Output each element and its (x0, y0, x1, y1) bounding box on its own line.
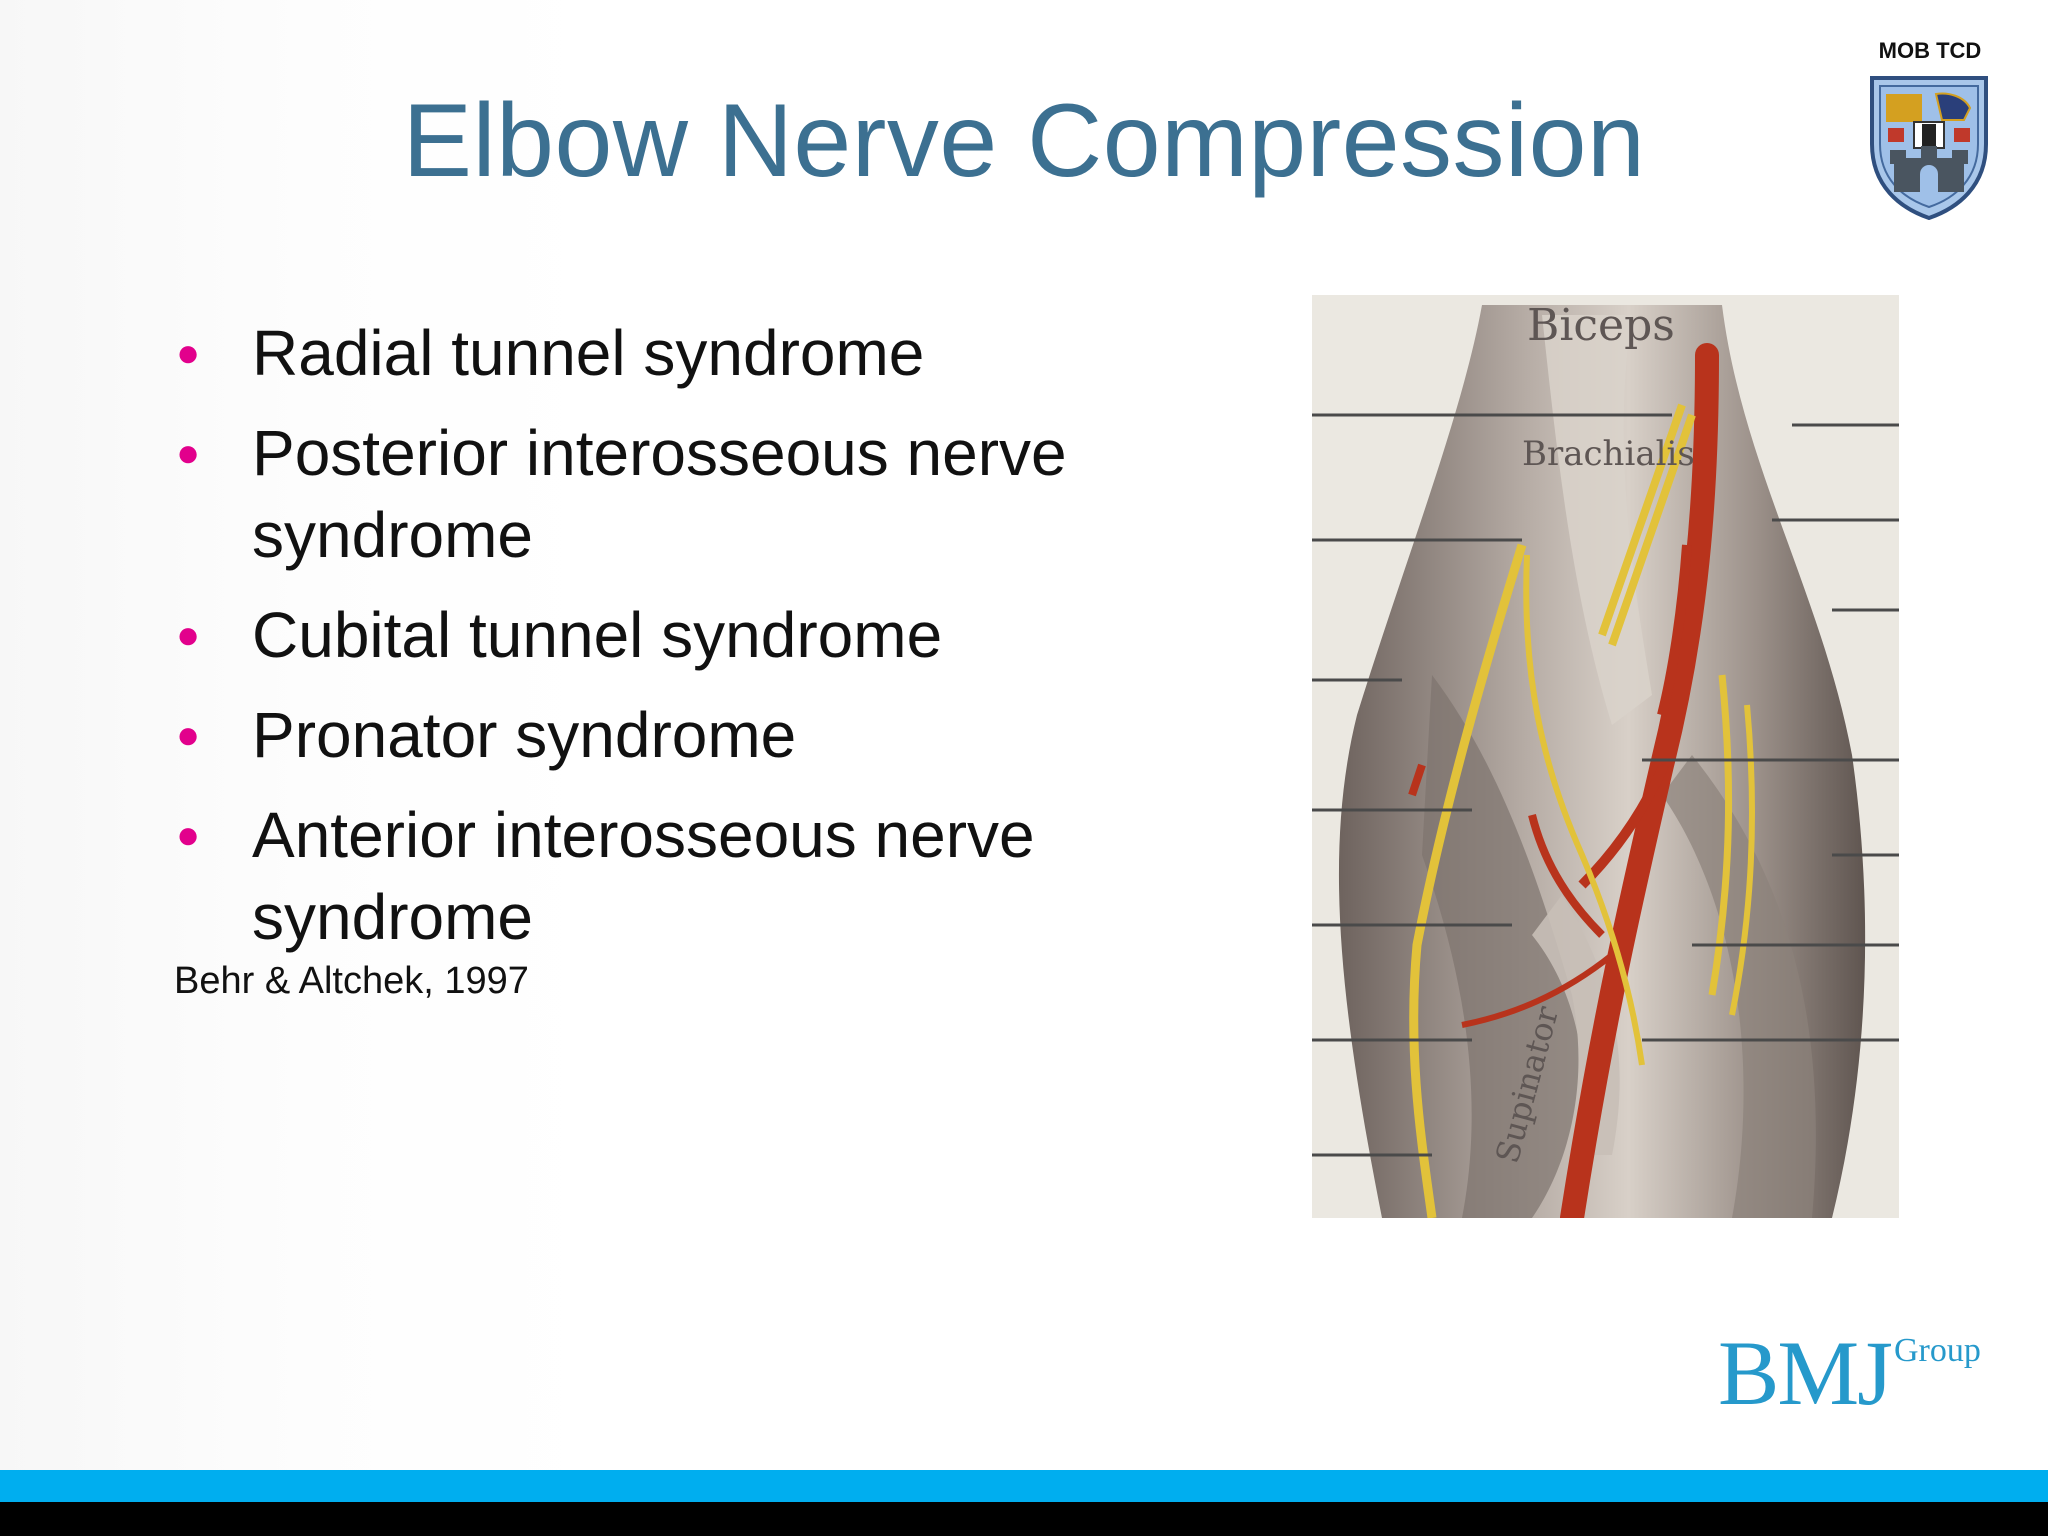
bullet-text: Pronator syndrome (252, 699, 797, 771)
brachialis-label: Brachialis (1522, 434, 1695, 474)
bullet-icon: ● (176, 431, 201, 475)
bullet-item: ● Radial tunnel syndrome (172, 312, 1172, 394)
bullet-text: Cubital tunnel syndrome (252, 599, 943, 671)
bullet-item: ● Anterior interosseous nerve syndrome (172, 794, 1172, 958)
bullet-icon: ● (176, 613, 201, 657)
anatomy-illustration: Biceps Brachialis Supinator (1312, 295, 1899, 1230)
citation: Behr & Altchek, 1997 (174, 960, 529, 1002)
bullet-text: Posterior interosseous nerve (252, 417, 1067, 489)
bmj-logo-text: BMJ (1718, 1322, 1893, 1424)
footer-bar-blue (0, 1470, 2048, 1502)
bullet-icon: ● (176, 713, 201, 757)
bullet-text-continued: syndrome (252, 881, 533, 953)
bullet-item: ● Cubital tunnel syndrome (172, 594, 1172, 676)
crest-icon (1870, 76, 1988, 220)
bullet-text-continued: syndrome (252, 499, 533, 571)
slide-title: Elbow Nerve Compression (402, 83, 1646, 199)
bmj-group-logo: BMJ Group (1712, 1310, 1992, 1430)
biceps-label: Biceps (1527, 300, 1675, 351)
bullet-text: Anterior interosseous nerve (252, 799, 1035, 871)
bullet-item: ● Pronator syndrome (172, 694, 1172, 776)
elbow-anatomy-icon: Biceps Brachialis Supinator (1312, 295, 1899, 1230)
bullet-text: Radial tunnel syndrome (252, 317, 925, 389)
bullet-icon: ● (176, 813, 201, 857)
bullet-list: ● Radial tunnel syndrome ● Posterior int… (172, 312, 1172, 976)
bullet-item: ● Posterior interosseous nerve syndrome (172, 412, 1172, 576)
bmj-logo-subtext: Group (1894, 1332, 1981, 1369)
footer-bar-black (0, 1502, 2048, 1536)
bullet-icon: ● (176, 331, 201, 375)
institution-label: MOB TCD (1878, 38, 1982, 63)
